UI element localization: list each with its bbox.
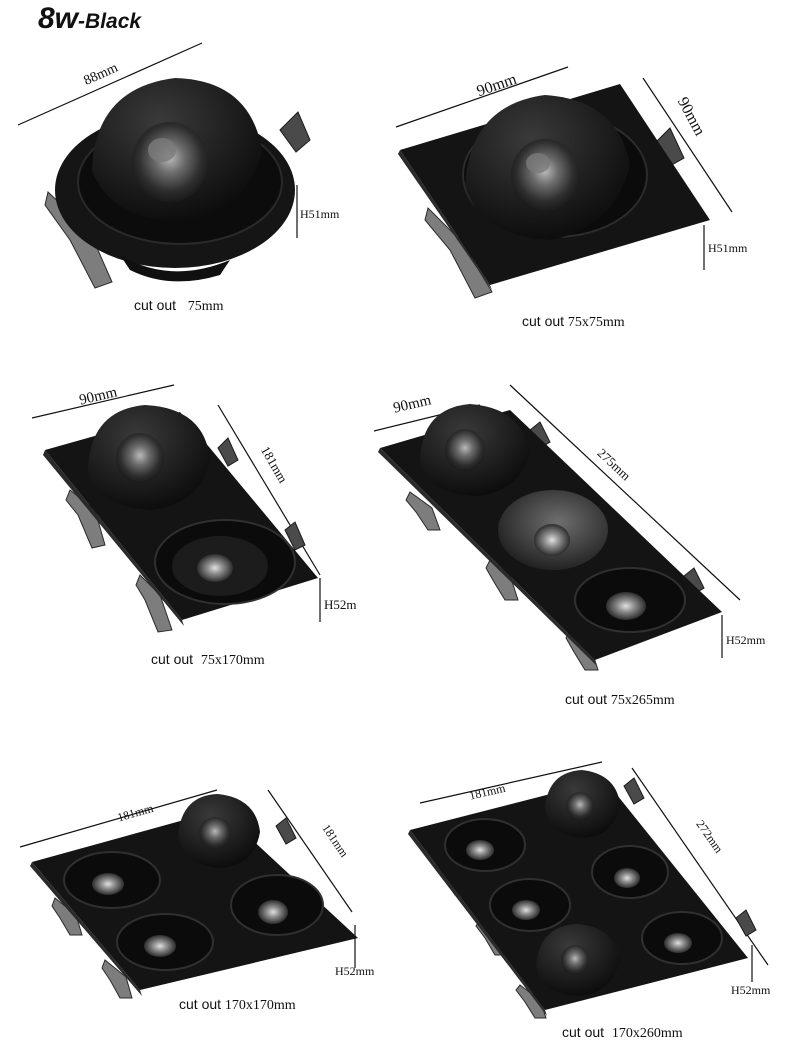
product-square-single — [395, 66, 733, 299]
p4-cutout-value: 75x265mm — [610, 693, 675, 708]
p3-height-dim: H52m — [324, 597, 357, 612]
page-title: 8w-Black — [38, 4, 141, 34]
title-wattage: 8w — [38, 2, 79, 35]
product-quad-rect — [408, 761, 769, 1019]
p5-cutout: cut out 170x170mm — [179, 997, 296, 1013]
p2-cutout-label: cut out — [522, 313, 565, 329]
p4-height-dim: H52mm — [726, 633, 766, 647]
p1-height-dim: H51mm — [300, 207, 340, 221]
p6-cutout-value: 170x260mm — [611, 1026, 683, 1041]
p1-cutout-value: 75mm — [187, 299, 224, 314]
p5-cutout-label: cut out — [179, 996, 222, 1012]
product-round-single — [17, 42, 311, 289]
p2-cutout: cut out 75x75mm — [522, 314, 625, 330]
p5-cutout-value: 170x170mm — [224, 998, 296, 1013]
p6-cutout-label: cut out — [562, 1024, 605, 1040]
title-color: -Black — [78, 10, 142, 33]
p3-cutout-value: 75x170mm — [200, 653, 265, 668]
product-double — [31, 384, 321, 633]
p2-cutout-value: 75x75mm — [567, 315, 625, 330]
p5-height-dim: H52mm — [335, 964, 375, 978]
p1-cutout: cut out 75mm — [134, 298, 223, 314]
product-quad-square — [19, 789, 358, 999]
p4-cutout: cut out 75x265mm — [565, 692, 675, 708]
p6-height-dim: H52mm — [731, 983, 771, 997]
p6-cutout: cut out 170x260mm — [562, 1025, 683, 1041]
p2-height-dim: H51mm — [708, 241, 748, 255]
p3-cutout-label: cut out — [151, 651, 194, 667]
p3-cutout: cut out 75x170mm — [151, 652, 265, 668]
p4-cutout-label: cut out — [565, 691, 608, 707]
p1-cutout-label: cut out — [134, 297, 177, 313]
product-triple — [373, 384, 741, 671]
